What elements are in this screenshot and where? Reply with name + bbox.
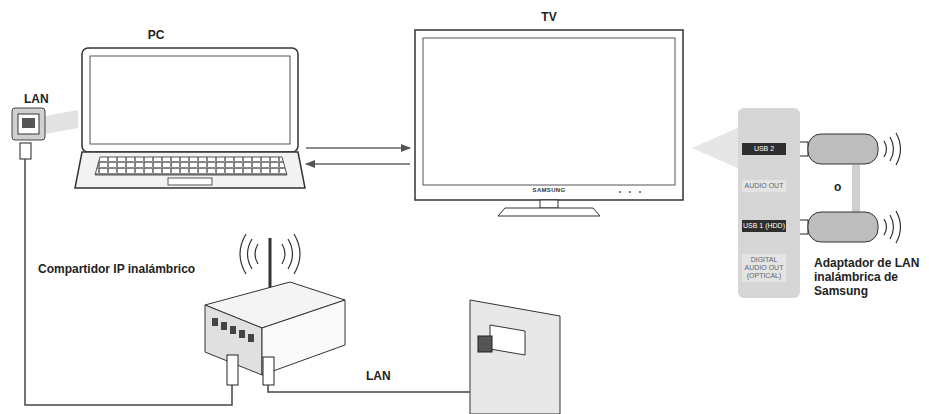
port-label: AUDIO OUT (742, 180, 786, 192)
lan-cable (25, 195, 232, 405)
router-node: Compartidor IP inalámbrico (200, 230, 348, 385)
port-label: DIGITAL AUDIO OUT (OPTICAL) (742, 254, 786, 282)
adapter-label: Adaptador de LAN inalámbrica de Samsung (814, 256, 926, 298)
tv-node: TV SAMSUNG (412, 6, 686, 218)
port-panel: USB 2 AUDIO OUT USB 1 (HDD) DIGITAL AUDIO O… (738, 108, 800, 298)
lan-port (12, 108, 78, 195)
wall-socket (470, 300, 560, 414)
port-label: USB 2 (742, 143, 786, 155)
data-arrow (306, 147, 410, 149)
port-label: USB 1 (HDD) (742, 220, 786, 232)
tv (415, 30, 742, 216)
brand-logo: SAMSUNG (519, 187, 579, 194)
router (205, 234, 484, 392)
pc-label: PC (136, 28, 176, 42)
pc-node: PC (12, 26, 302, 195)
cable-label: LAN (366, 369, 406, 383)
or-label: o (834, 180, 848, 194)
usb-adapters (792, 133, 901, 243)
data-arrow (306, 163, 410, 165)
laptop (75, 48, 305, 188)
router-label: Compartidor IP inalámbrico (38, 262, 210, 276)
port-name: LAN (24, 92, 64, 106)
tv-label: TV (522, 10, 576, 24)
